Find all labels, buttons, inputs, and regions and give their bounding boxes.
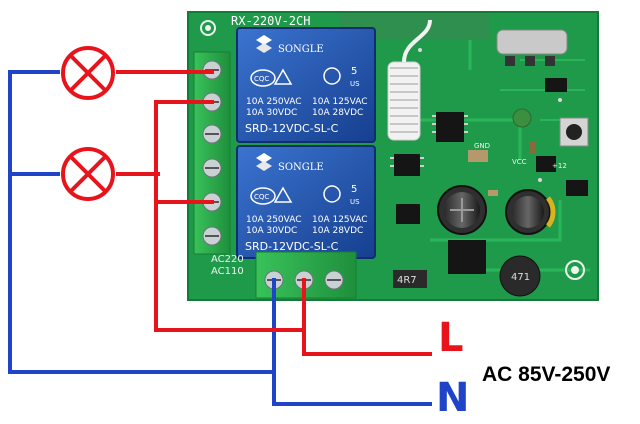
lamp-1-icon [61,46,115,100]
terminal-screw [202,226,222,246]
antenna-coil [387,19,432,141]
relay-1-rating-right-2: 10A 28VDC [312,108,363,118]
relay-2-rating-left-1: 10A 250VAC [246,215,302,225]
relay-2-cqc: CQC [254,193,269,201]
songle-logo-icon [256,35,272,53]
relay-1-rating-left-2: 10A 30VDC [246,108,297,118]
relay-2: SONGLE CQC 5 US 10A 250VAC 10A 30VDC 10A… [236,145,376,259]
relay-1-brand: SONGLE [278,44,324,55]
relay-1: SONGLE CQC 5 US 10A 250VAC 10A 30VDC 10A… [236,27,376,143]
ic-chip [390,154,424,176]
small-component [488,190,498,196]
live-label: L [438,315,464,361]
ul-mark-icon [323,67,341,85]
terminal-screw [202,124,222,144]
capacitor [505,189,556,235]
led [512,108,532,128]
board-title: RX-220V-2CH [231,14,310,28]
cqc-mark-icon [250,69,276,87]
warning-triangle-icon [273,68,293,85]
ic-chip [432,112,468,142]
songle-logo-icon [256,153,272,171]
pin-label-gnd: GND [474,142,490,150]
ul-mark-icon [323,185,341,203]
cqc-mark-icon [250,187,276,205]
relay-1-rating-left-1: 10A 250VAC [246,97,302,107]
relay-1-cqc: CQC [254,75,269,83]
relay-1-rating-right-1: 10A 125VAC [312,97,368,107]
resistor-code: 4R7 [397,275,417,286]
bottom-text-ac110: AC110 [211,266,244,277]
warning-triangle-icon [273,186,293,203]
relay-2-rating-left-2: 10A 30VDC [246,226,297,236]
left-terminal-block [193,51,231,255]
inductor-code: 471 [511,272,530,283]
live-wires [116,70,432,356]
relay-2-model: SRD-12VDC-SL-C [245,240,339,253]
relay-2-ul: 5 [351,184,357,195]
inductor [499,255,541,297]
pin-label-12v: +12 [552,162,567,170]
lamp-2-icon [61,147,115,201]
small-component [530,142,536,154]
ic-chip [566,180,588,196]
pin-label-vcc: VCC [512,158,527,166]
relay-1-ul: 5 [351,66,357,77]
relay-2-ul-sub: US [350,198,360,206]
relay-2-rating-right-2: 10A 28VDC [312,226,363,236]
supply-voltage-label: AC 85V-250V [482,363,611,386]
ic-chip [448,240,486,274]
small-component [468,150,488,162]
relay-1-ul-sub: US [350,80,360,88]
bottom-text-ac220: AC220 [211,254,244,265]
push-button [559,117,589,147]
relay-1-model: SRD-12VDC-SL-C [245,122,339,135]
ic-chip [536,156,556,172]
relay-2-brand: SONGLE [278,162,324,173]
terminal-screw [202,158,222,178]
relay-2-rating-right-1: 10A 125VAC [312,215,368,225]
ic-chip [545,78,567,92]
neutral-wires [8,70,432,406]
terminal-screw [324,270,344,290]
neutral-label: N [436,375,470,421]
resistor [393,270,427,288]
capacitor [437,185,487,235]
transistor [396,204,420,224]
